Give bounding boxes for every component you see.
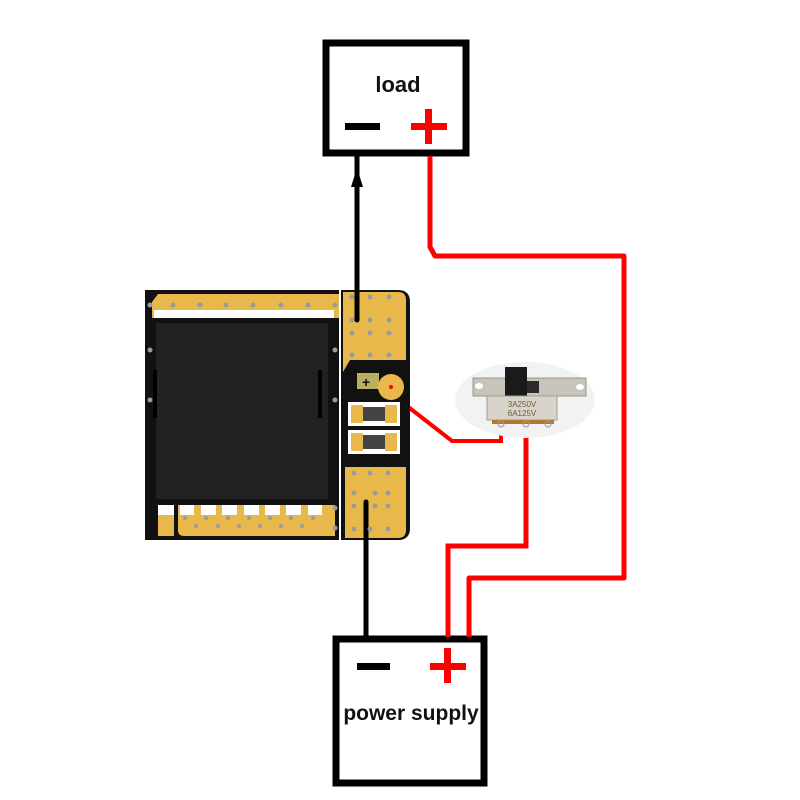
switch-rating-line2: 6A125V (508, 409, 537, 418)
board-smd-components (348, 402, 400, 454)
switch-mount-hole-right (576, 384, 584, 390)
switch-slider-knob[interactable] (505, 367, 527, 397)
switch-pin-base (492, 420, 554, 424)
switch-mount-hole-left (475, 383, 483, 389)
protection-board: + (145, 289, 410, 543)
slide-switch: 3A250V 6A125V (455, 362, 595, 438)
switch-body (486, 395, 558, 421)
bottom-silkscreen-pads (180, 505, 322, 515)
red-wire-supply-to-load (427, 156, 627, 637)
switch-pin-1 (497, 420, 505, 428)
bottom-pad-gold (158, 515, 174, 536)
load-negative-symbol (345, 123, 380, 130)
red-wire-switch-to-supply (445, 420, 529, 637)
power-supply-label: power supply (343, 702, 479, 725)
board-vias (147, 294, 392, 532)
power-supply-positive-symbol (430, 648, 466, 683)
load-label: load (375, 72, 420, 97)
chip-left-lead (153, 370, 157, 418)
power-supply-negative-symbol (357, 663, 390, 670)
board-right-bottom-copper (345, 467, 406, 538)
bottom-pad-white (158, 505, 174, 515)
load-box: load (322, 39, 470, 157)
board-wire-junction (389, 385, 393, 389)
load-positive-symbol (411, 109, 447, 144)
switch-pin-3 (544, 420, 552, 428)
switch-pin-2 (522, 420, 530, 428)
load-box-frame (322, 39, 470, 157)
power-supply-box: power supply (332, 635, 488, 787)
board-pad-plus-symbol: + (362, 374, 370, 390)
switch-slider-track (527, 381, 539, 393)
switch-rating-line1: 3A250V (508, 400, 537, 409)
chip-right-lead (318, 370, 322, 418)
board-top-silkscreen (154, 310, 334, 318)
board-chip (156, 323, 328, 499)
board-plus-pad (357, 373, 379, 389)
